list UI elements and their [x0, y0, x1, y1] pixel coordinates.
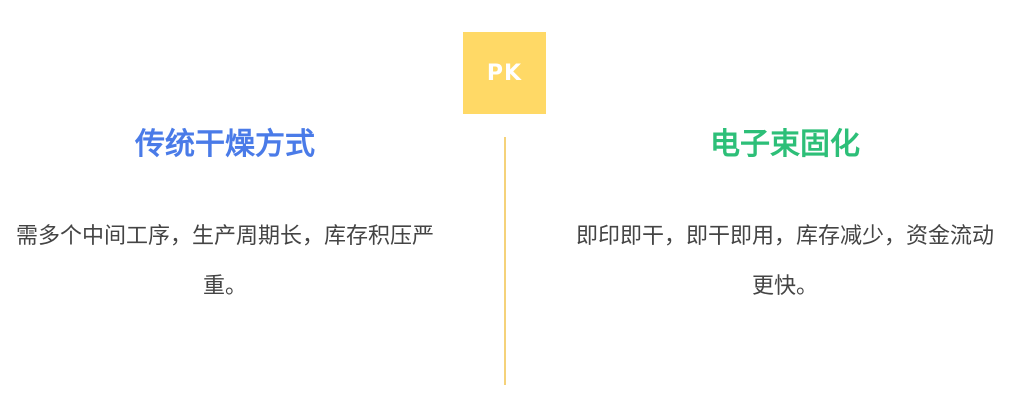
- left-comparison-column: 传统干燥方式 需多个中间工序，生产周期长，库存积压严重。: [0, 120, 450, 312]
- left-column-description: 需多个中间工序，生产周期长，库存积压严重。: [15, 224, 434, 299]
- right-comparison-column: 电子束固化 即印即干，即干即用，库存减少，资金流动更快。: [565, 120, 1005, 312]
- right-column-description: 即印即干，即干即用，库存减少，资金流动更快。: [575, 224, 994, 299]
- vertical-divider: [504, 137, 506, 385]
- left-column-title: 传统干燥方式: [135, 127, 315, 162]
- pk-badge: PK: [463, 32, 546, 114]
- right-column-title: 电子束固化: [710, 127, 860, 162]
